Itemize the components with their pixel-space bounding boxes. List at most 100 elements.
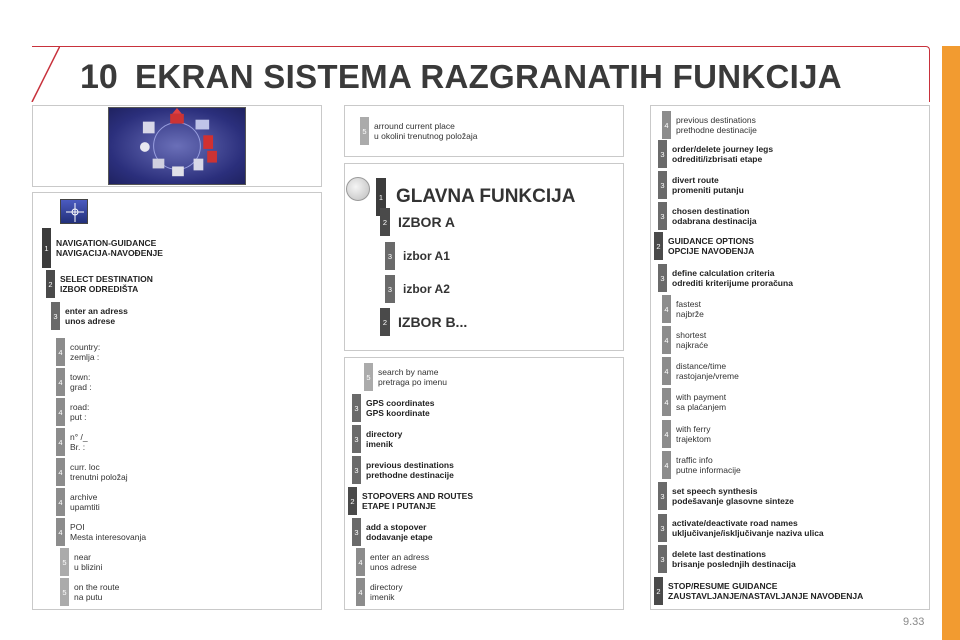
label-serbian: dodavanje etape [366, 532, 433, 542]
label-serbian: trenutni položaj [70, 472, 128, 482]
menu-item-text: country:zemlja : [70, 338, 100, 366]
label-serbian: odabrana destinacija [672, 216, 757, 226]
label-serbian: u blizini [74, 562, 103, 572]
label-english: fastest [676, 299, 702, 309]
label-english: SELECT DESTINATION [60, 274, 153, 284]
level-badge: 3 [385, 242, 395, 270]
navigation-icon [60, 199, 88, 224]
option-label: IZBOR B... [398, 314, 468, 330]
level-badge: 4 [662, 451, 671, 479]
level-badge: 3 [658, 171, 667, 199]
label-serbian: imenik [370, 592, 395, 602]
level-badge: 3 [658, 202, 667, 230]
level-badge: 3 [658, 482, 667, 510]
level-badge: 1 [42, 228, 51, 268]
menu-item-text: town:grad : [70, 368, 92, 396]
label-serbian: zemlja : [70, 352, 100, 362]
level-badge: 3 [658, 514, 667, 542]
label-serbian: Mesta interesovanja [70, 532, 147, 542]
menu-screen-image [108, 107, 246, 185]
option-label: izbor A1 [403, 249, 450, 263]
label-serbian: uključivanje/isključivanje naziva ulica [672, 528, 824, 538]
label-serbian: unos adrese [370, 562, 417, 572]
option-label: IZBOR A [398, 214, 456, 230]
label-english: previous destinations [366, 460, 454, 470]
label-serbian: trajektom [676, 434, 711, 444]
label-english: previous destinations [676, 115, 756, 125]
label-english: archive [70, 492, 98, 502]
main-function-title: 1 GLAVNA FUNKCIJA [376, 178, 575, 216]
label-english: delete last destinations [672, 549, 766, 559]
label-serbian: put : [70, 412, 87, 422]
label-serbian: podešavanje glasovne sinteze [672, 496, 794, 506]
label-english: enter an adress [370, 552, 430, 562]
level-badge: 3 [658, 545, 667, 573]
label-serbian: upamtiti [70, 502, 100, 512]
label-english: divert route [672, 175, 719, 185]
label-serbian: najkraće [676, 340, 709, 350]
warning-icon [172, 108, 182, 114]
label-english: with payment [676, 392, 727, 402]
label-serbian: u okolini trenutnog položaja [374, 131, 478, 141]
label-english: define calculation criteria [672, 268, 775, 278]
media-icon [172, 166, 184, 177]
label-serbian: grad : [70, 382, 92, 392]
label-english: add a stopover [366, 522, 427, 532]
level-badge: 3 [352, 518, 361, 546]
main-function-option: 2 IZBOR A [380, 208, 455, 236]
label-english: GPS coordinates [366, 398, 435, 408]
header-frame [32, 46, 930, 102]
label-english: shortest [676, 330, 707, 340]
label-serbian: na putu [74, 592, 103, 602]
level-badge: 2 [654, 232, 663, 260]
label-serbian: OPCIJE NAVOĐENJA [668, 246, 755, 256]
label-english: traffic info [676, 455, 713, 465]
label-english: town: [70, 372, 91, 382]
label-serbian: promeniti putanju [672, 185, 744, 195]
level-badge: 4 [662, 295, 671, 323]
level-badge: 4 [56, 398, 65, 426]
level-badge: 3 [51, 302, 60, 330]
level-badge: 3 [385, 275, 395, 303]
label-english: arround current place [374, 121, 455, 131]
sd-icon [207, 150, 217, 163]
level-badge: 4 [56, 368, 65, 396]
level-badge: 4 [662, 357, 671, 385]
level-badge: 4 [56, 338, 65, 366]
level-badge: 5 [60, 548, 69, 576]
around-panel [344, 105, 624, 157]
label-english: NAVIGATION-GUIDANCE [56, 238, 157, 248]
level-badge: 2 [380, 208, 390, 236]
level-badge: 4 [56, 488, 65, 516]
label-english: search by name [378, 367, 439, 377]
label-english: country: [70, 342, 101, 352]
